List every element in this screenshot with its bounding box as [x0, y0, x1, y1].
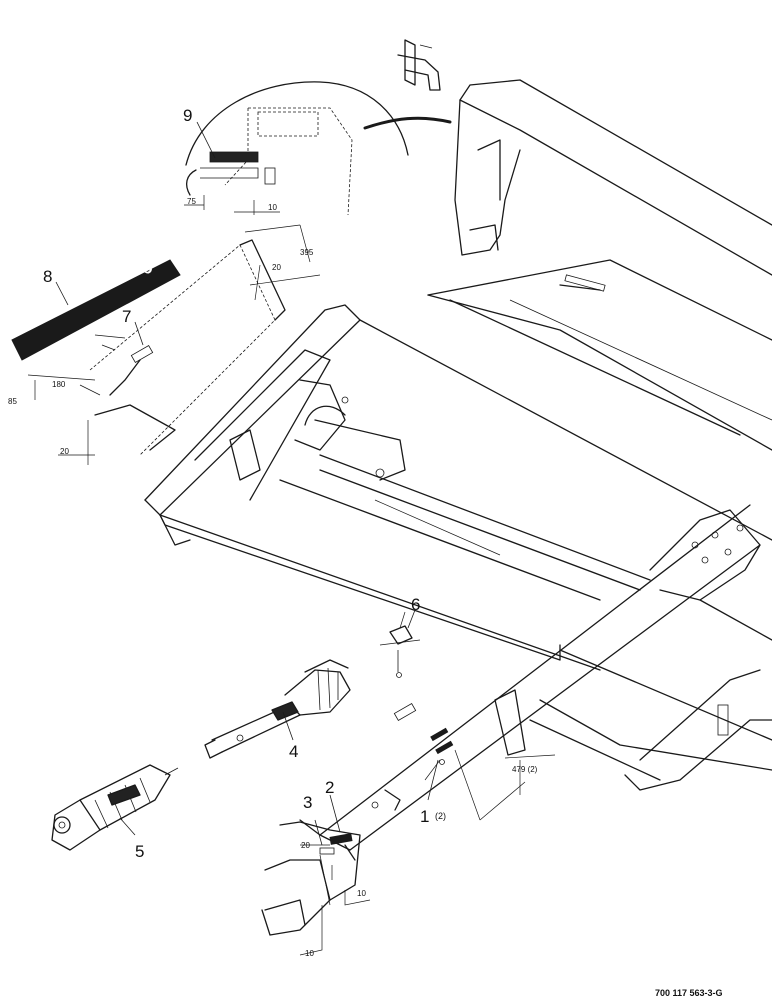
dim-479: 479 (2) — [512, 765, 538, 774]
driveshaft-part-5 — [51, 764, 179, 851]
detail-inset — [184, 81, 452, 216]
driveshaft-part-4 — [204, 659, 351, 759]
side-shield — [27, 224, 321, 465]
dim-10-inset: 10 — [268, 203, 277, 212]
dim-180: 180 — [52, 380, 66, 389]
dim-20-left: 20 — [60, 447, 69, 456]
callout-6: 6 — [411, 595, 420, 614]
cutter-table — [427, 259, 772, 451]
reference-code: 700 117 563-3-G — [655, 988, 723, 998]
main-frame — [144, 304, 772, 671]
decal-case-8550: CASE INTERNATIONAL 8550 — [0, 181, 181, 361]
dim-20-top: 20 — [272, 263, 281, 272]
callout-3: 3 — [303, 793, 312, 812]
clip-part-6 — [379, 611, 421, 678]
callout-1: 1 — [420, 807, 429, 826]
callout-2: 2 — [325, 778, 334, 797]
drawbar-beam — [299, 504, 761, 861]
dim-10-bottom-b: 10 — [305, 949, 314, 958]
callout-1-qty: (2) — [435, 811, 446, 821]
right-lower-frame — [529, 599, 772, 791]
rear-beam — [454, 79, 772, 276]
hitch-assembly — [261, 821, 371, 956]
callout-5: 5 — [135, 842, 144, 861]
dim-20-bottom: 20 — [301, 841, 310, 850]
clamp-bracket — [397, 39, 441, 91]
callout-4: 4 — [289, 742, 298, 761]
dim-85: 85 — [8, 397, 17, 406]
dim-395: 395 — [300, 248, 314, 257]
decal-text: CASE INTERNATIONAL 8550 — [0, 181, 155, 278]
dim-75: 75 — [187, 197, 196, 206]
callout-7: 7 — [122, 307, 131, 326]
leader-lines — [55, 121, 439, 846]
decals-part-1 — [393, 702, 556, 821]
dim-10-bottom-a: 10 — [357, 889, 366, 898]
callout-8: 8 — [43, 267, 52, 286]
callout-9: 9 — [183, 106, 192, 125]
